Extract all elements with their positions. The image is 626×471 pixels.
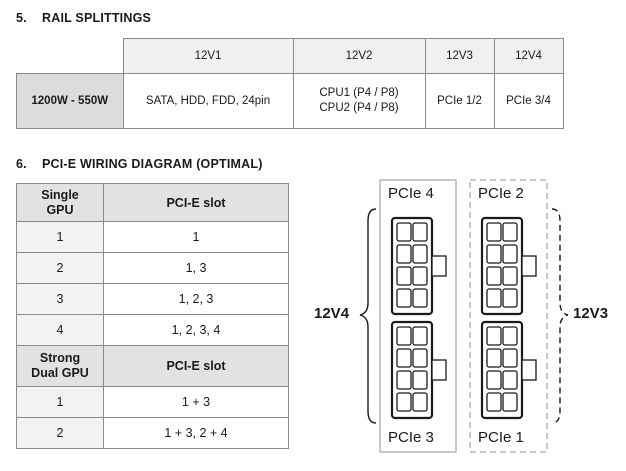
pcie-3-connector-pin <box>412 348 428 368</box>
pcie-3-connector-pin <box>396 348 412 368</box>
slot-cell: 1 <box>103 221 289 253</box>
table-cell: CPU1 (P4 / P8) CPU2 (P4 / P8) <box>292 73 426 129</box>
pcie-4-connector-pin <box>412 288 428 308</box>
pcie-2-connector-pin <box>502 244 518 264</box>
slot-cell: 1, 3 <box>103 252 289 284</box>
section-number: 5. <box>16 11 27 25</box>
section-5-heading: 5. RAIL SPLITTINGS <box>16 11 151 25</box>
header-line: Dual GPU <box>31 366 89 380</box>
right-brace <box>551 208 569 424</box>
pcie-4-connector-pin <box>396 266 412 286</box>
empty-corner-cell <box>17 39 124 74</box>
column-header: 12V3 <box>424 38 495 74</box>
connectors-layer <box>390 216 537 420</box>
table-cell: PCIe 3/4 <box>493 73 564 129</box>
pcie-3-connector-pin <box>412 370 428 390</box>
pcie-3-connector-latch <box>431 359 447 381</box>
gpu-count-cell: 4 <box>16 314 104 346</box>
section-title: RAIL SPLITTINGS <box>42 11 152 25</box>
pcie-1-connector-pin <box>486 348 502 368</box>
pcie-1-connector-pin <box>502 348 518 368</box>
cpu1-line: CPU1 (P4 / P8) <box>319 87 399 99</box>
pcie-4-connector-pin <box>396 222 412 242</box>
slot-cell: 1 + 3 <box>103 386 289 418</box>
pcie-2-label: PCIe 2 <box>478 185 524 202</box>
pcie-4-connector-pin <box>412 266 428 286</box>
pcie-1-connector-pin <box>502 370 518 390</box>
slot-cell: 1, 2, 3 <box>103 283 289 315</box>
pcie-2-1-group-outline <box>469 179 548 453</box>
section-number: 6. <box>16 157 27 171</box>
gpu-count-cell: 1 <box>16 386 104 418</box>
column-header: 12V1 <box>122 38 294 74</box>
rail-splitting-table: 12V1 12V2 12V3 12V4 1200W - 550W SATA, H… <box>16 38 564 129</box>
rail-12v3-label: 12V3 <box>573 305 609 322</box>
left-brace <box>359 208 377 424</box>
gpu-count-cell: 2 <box>16 417 104 449</box>
table-cell: PCIe 1/2 <box>424 73 495 129</box>
pcie-4-connector-pin <box>396 288 412 308</box>
pcie-1-connector-pin <box>502 392 518 412</box>
pcie-2-connector-pin <box>486 288 502 308</box>
pcie-3-connector-pin <box>396 326 412 346</box>
pcie-wiring-diagram <box>359 179 569 453</box>
pcie-1-label: PCIe 1 <box>478 429 524 446</box>
pcie-2-connector-pin <box>486 244 502 264</box>
column-header: 12V4 <box>493 38 564 74</box>
pcie-2-connector-pin <box>502 222 518 242</box>
pcie-3-connector-pin <box>396 370 412 390</box>
dual-gpu-header: Strong Dual GPU <box>16 345 104 387</box>
gpu-count-cell: 1 <box>16 221 104 253</box>
pcie-3-connector-pin <box>412 392 428 412</box>
header-line: Strong <box>39 351 81 365</box>
gpu-count-cell: 3 <box>16 283 104 315</box>
pcie-1-connector-pin <box>486 392 502 412</box>
pcie-2-connector-pin <box>502 266 518 286</box>
pcie-3-connector-pin <box>396 392 412 412</box>
slot-cell: 1 + 3, 2 + 4 <box>103 417 289 449</box>
gpu-count-cell: 2 <box>16 252 104 284</box>
pcie-2-connector-latch <box>521 255 537 277</box>
rail-12v4-label: 12V4 <box>314 305 350 322</box>
pcie-4-connector-pin <box>412 244 428 264</box>
pci-e-wiring-table: Single GPU PCI-E slot 1 1 2 1, 3 3 1, 2,… <box>16 183 289 449</box>
pcie-4-connector-latch <box>431 255 447 277</box>
pcie-2-connector-pin <box>502 288 518 308</box>
pcie-1-connector-pin <box>502 326 518 346</box>
pcie-3-label: PCIe 3 <box>388 429 434 446</box>
header-line: Single <box>41 187 79 202</box>
pci-slot-header: PCI-E slot <box>103 345 289 387</box>
pcie-2-connector-pin <box>486 222 502 242</box>
slot-cell: 1, 2, 3, 4 <box>103 314 289 346</box>
single-gpu-header: Single GPU <box>16 183 104 222</box>
pcie-4-label: PCIe 4 <box>388 185 434 202</box>
cpu2-line: CPU2 (P4 / P8) <box>319 102 399 114</box>
header-line: GPU <box>46 202 74 217</box>
pci-slot-header: PCI-E slot <box>103 183 289 222</box>
pcie-1-connector-pin <box>486 326 502 346</box>
pcie-4-connector-pin <box>396 244 412 264</box>
pcie-4-3-group-outline <box>379 179 457 453</box>
table-cell: SATA, HDD, FDD, 24pin <box>122 73 294 129</box>
pcie-4-connector-pin <box>412 222 428 242</box>
section-title: PCI-E WIRING DIAGRAM (OPTIMAL) <box>42 157 263 171</box>
pcie-2-connector-pin <box>486 266 502 286</box>
pcie-1-connector-latch <box>521 359 537 381</box>
column-header: 12V2 <box>292 38 426 74</box>
pcie-1-connector-pin <box>486 370 502 390</box>
row-header: 1200W - 550W <box>16 73 124 129</box>
section-6-heading: 6. PCI-E WIRING DIAGRAM (OPTIMAL) <box>16 157 263 171</box>
pcie-3-connector-pin <box>412 326 428 346</box>
